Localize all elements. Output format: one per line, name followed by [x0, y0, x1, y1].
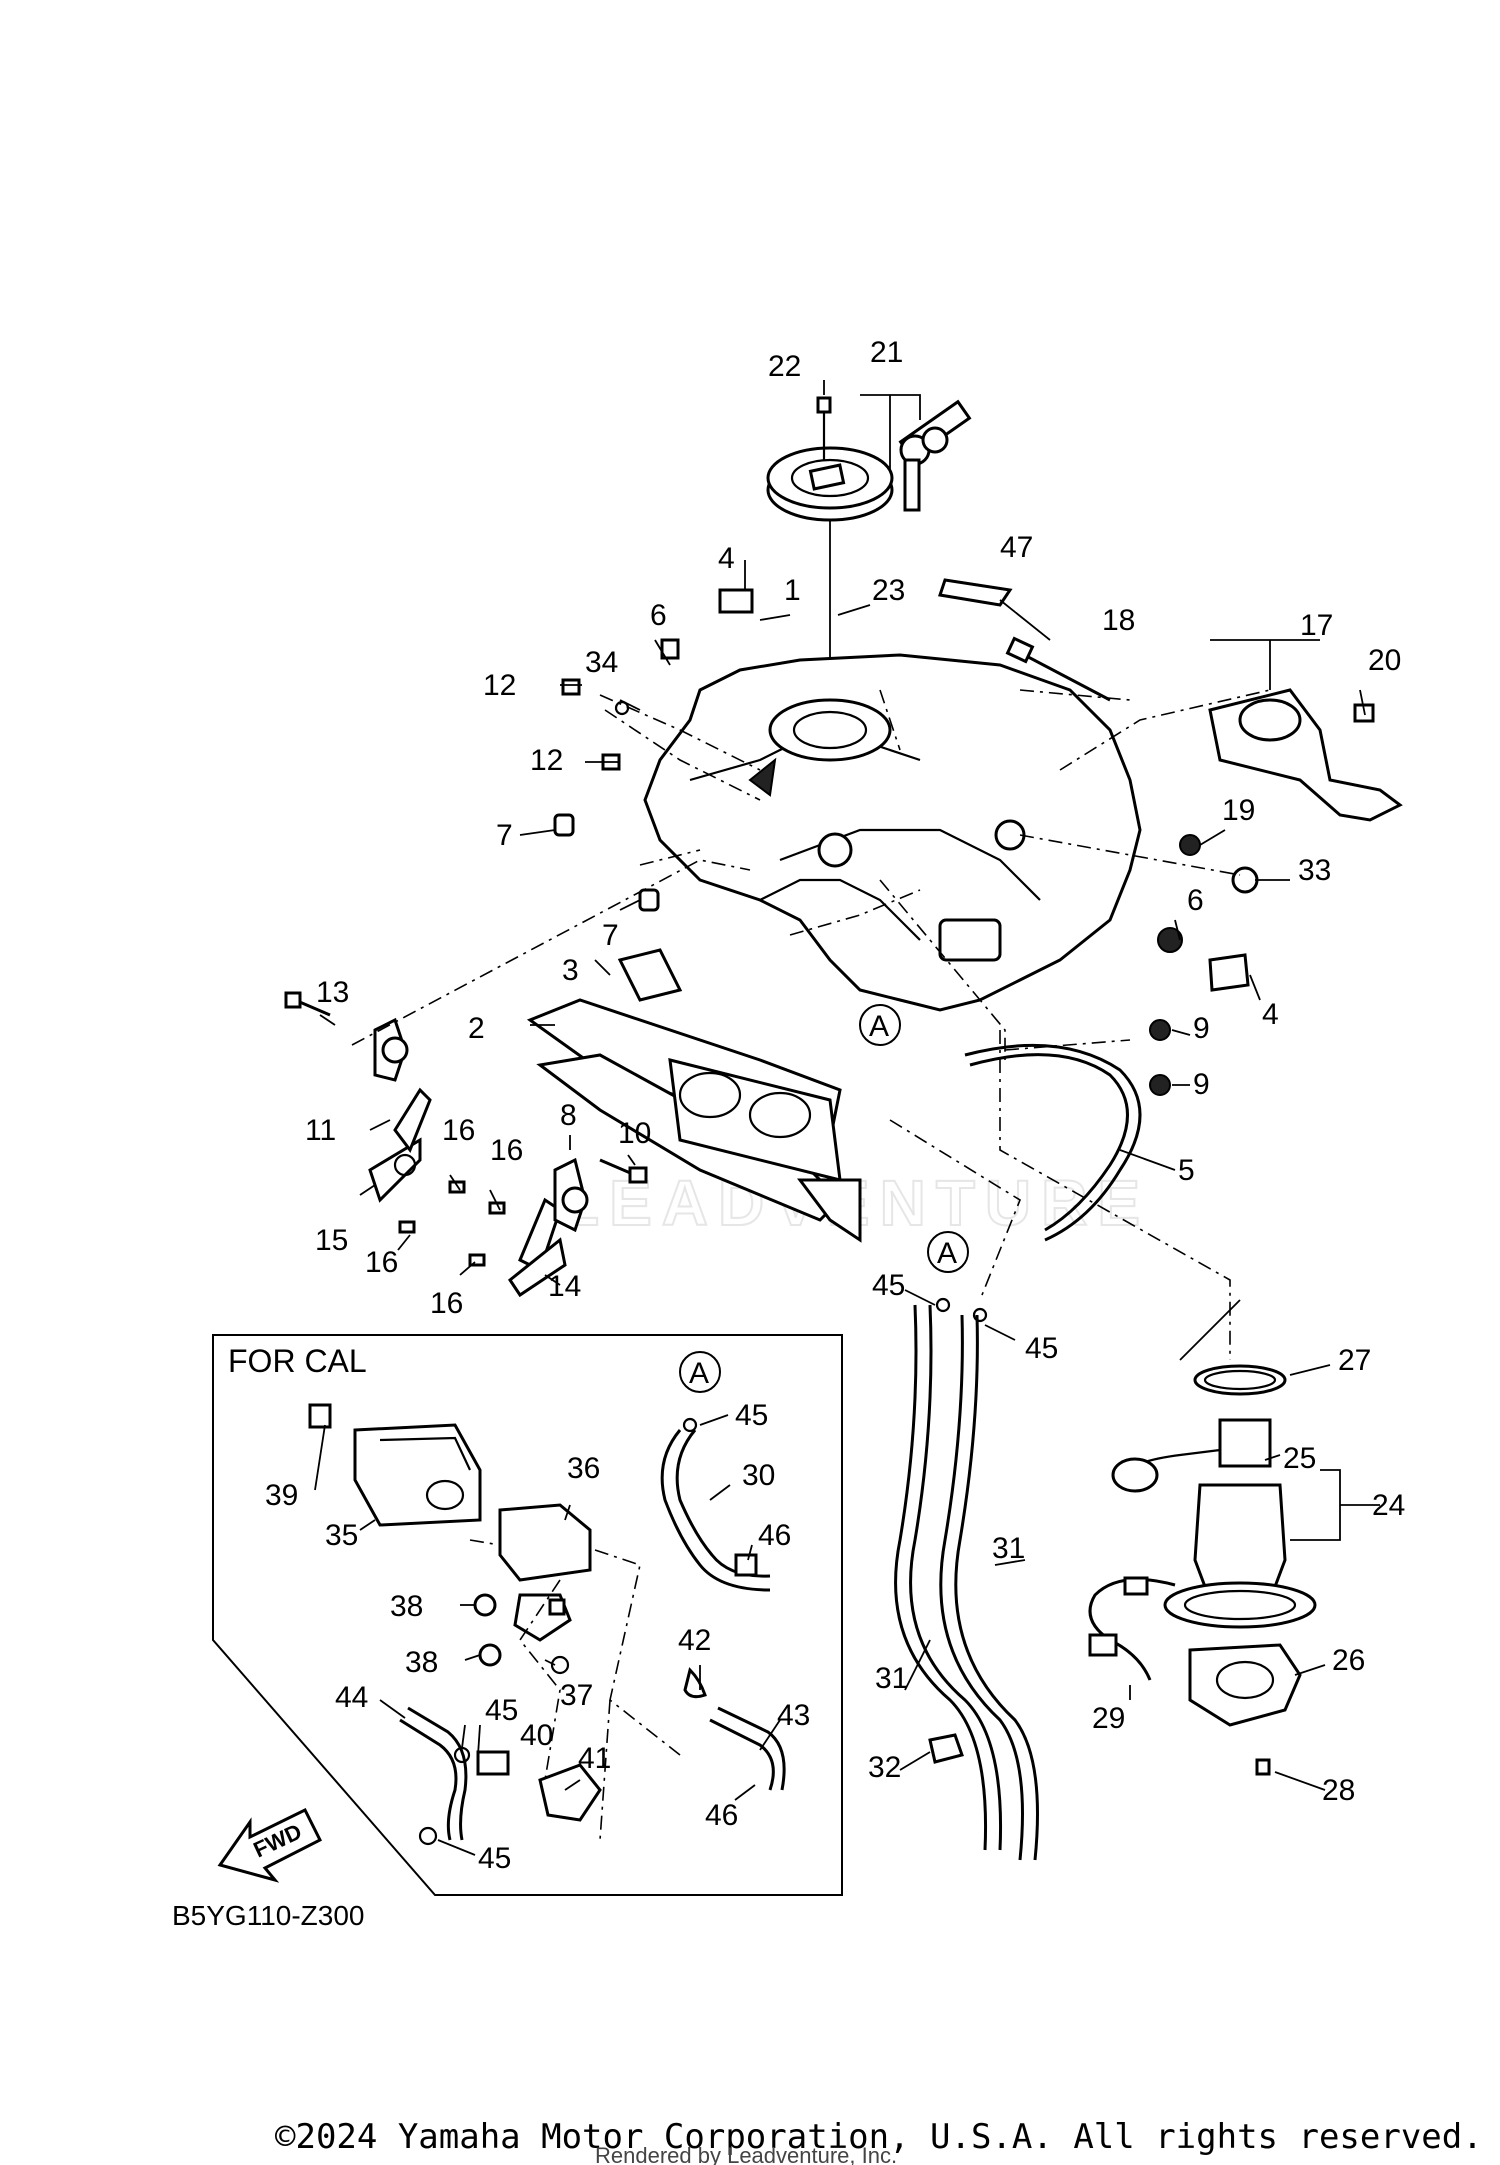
callout-46a: 46 [758, 1519, 791, 1552]
callout-7b: 7 [602, 919, 619, 952]
callout-16d: 16 [430, 1287, 463, 1320]
breather-hose-right [939, 1314, 1024, 1861]
fuel-tank [526, 653, 1142, 1243]
callout-28: 28 [1322, 1774, 1355, 1807]
callout-36: 36 [567, 1452, 600, 1485]
callout-16b: 16 [490, 1134, 523, 1167]
callout-4b: 4 [1262, 998, 1279, 1031]
callout-5: 5 [1178, 1154, 1195, 1187]
callout-12b: 12 [530, 744, 563, 777]
rendered-by: Rendered by Leadventure, Inc. [595, 2143, 897, 2165]
inset-title: FOR CAL [228, 1343, 367, 1379]
callout-26: 26 [1332, 1644, 1365, 1677]
callout-23: 23 [872, 574, 905, 607]
drain-hose-inner [969, 1053, 1129, 1232]
callout-39: 39 [265, 1479, 298, 1512]
callout-45c: 45 [735, 1399, 768, 1432]
callout-6b: 6 [1187, 884, 1204, 917]
drain-hose [964, 1043, 1142, 1242]
callout-16a: 16 [442, 1114, 475, 1147]
inset-border [212, 1334, 843, 1896]
callout-4a: 4 [718, 542, 735, 575]
callout-40: 40 [520, 1719, 553, 1752]
callout-10: 10 [618, 1117, 651, 1150]
callout-41: 41 [578, 1742, 611, 1775]
callout-14: 14 [548, 1270, 581, 1303]
svg-text:A: A [869, 1010, 889, 1043]
callout-27: 27 [1338, 1344, 1371, 1377]
callout-38b: 38 [405, 1646, 438, 1679]
callout-43: 43 [777, 1699, 810, 1732]
svg-text:A: A [937, 1237, 957, 1270]
callout-18: 18 [1102, 604, 1135, 637]
callout-20: 20 [1368, 644, 1401, 677]
callout-7a: 7 [496, 819, 513, 852]
callout-34: 34 [585, 646, 618, 679]
diagram-code: B5YG110-Z300 [172, 1900, 365, 1931]
callout-45a: 45 [872, 1269, 905, 1302]
callout-1: 1 [784, 574, 801, 607]
breather-hose-right-inner [954, 1314, 1039, 1861]
canister-assembly [308, 1403, 786, 1846]
fwd-arrow-icon: FWD [217, 1807, 323, 1883]
callout-31a: 31 [992, 1532, 1025, 1565]
copyright-notice: ©2024 Yamaha Motor Corporation, U.S.A. A… [275, 2117, 1483, 2157]
callout-32: 32 [868, 1751, 901, 1784]
callout-24: 24 [1372, 1489, 1405, 1522]
callout-29: 29 [1092, 1702, 1125, 1735]
callout-44: 44 [335, 1681, 368, 1714]
callout-3: 3 [562, 954, 579, 987]
breather-hose-left [894, 1304, 988, 1851]
callout-47: 47 [1000, 531, 1033, 564]
callout-45d: 45 [485, 1694, 518, 1727]
callout-12a: 12 [483, 669, 516, 702]
hose-clip [928, 1733, 964, 1764]
callout-22: 22 [768, 350, 801, 383]
callout-9b: 9 [1193, 1068, 1210, 1101]
callout-6a: 6 [650, 599, 667, 632]
callout-9a: 9 [1193, 1012, 1210, 1045]
callout-16c: 16 [365, 1246, 398, 1279]
tank-brackets [284, 991, 648, 1298]
callout-8: 8 [560, 1099, 577, 1132]
callout-11: 11 [305, 1114, 336, 1147]
fuel-pump-assembly [1088, 1364, 1317, 1776]
callout-45b: 45 [1025, 1332, 1058, 1365]
callout-46b: 46 [705, 1799, 738, 1832]
callout-31b: 31 [875, 1662, 908, 1695]
dashed-assembly-lines [351, 689, 1271, 1841]
reference-marker-a-hose: A [927, 1231, 969, 1273]
fuel-cap-assembly [766, 396, 972, 522]
svg-text:A: A [689, 1357, 709, 1390]
callout-37: 37 [560, 1679, 593, 1712]
callout-35: 35 [325, 1519, 358, 1552]
callout-33: 33 [1298, 854, 1331, 887]
callout-15: 15 [315, 1224, 348, 1257]
leader-lines [314, 380, 1380, 1856]
callout-38a: 38 [390, 1590, 423, 1623]
callout-numbers: 1 2 3 4 4 5 6 6 7 7 8 9 9 10 11 12 12 13… [265, 336, 1405, 1875]
callout-19: 19 [1222, 794, 1255, 827]
callout-17: 17 [1300, 609, 1333, 642]
breather-hose-left-inner [909, 1304, 1003, 1851]
reference-marker-a-tank: A [859, 1004, 901, 1046]
callout-30: 30 [742, 1459, 775, 1492]
callout-13: 13 [316, 976, 349, 1009]
callout-45e: 45 [478, 1842, 511, 1875]
callout-42: 42 [678, 1624, 711, 1657]
callout-25: 25 [1283, 1442, 1316, 1475]
right-side-parts [553, 578, 1403, 1096]
reference-marker-a-inset: A [679, 1351, 721, 1393]
callout-2: 2 [468, 1012, 485, 1045]
callout-21: 21 [870, 336, 903, 369]
